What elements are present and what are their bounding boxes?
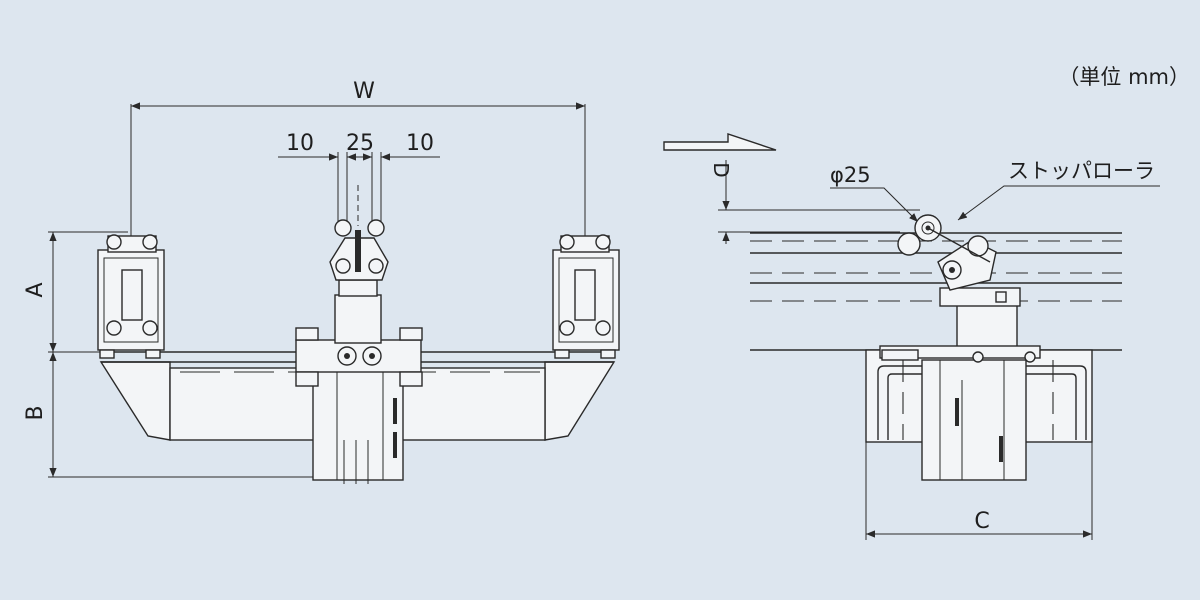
dimension-d: D [709, 160, 920, 244]
trolley-bracket [99, 185, 616, 484]
side-view: D φ25 ストッパローラ [663, 133, 1160, 540]
stopper-roller-assembly [897, 214, 1021, 351]
depth-label: D [709, 162, 733, 177]
rail-lines [750, 232, 1122, 351]
unit-note: （単位 mm） [1058, 65, 1190, 89]
dim-right-label: 10 [406, 131, 434, 156]
left-rail-collector [97, 234, 165, 359]
height-a-label: A [23, 282, 48, 297]
side-bracket [865, 345, 1093, 481]
dim-left-label: 10 [286, 131, 314, 156]
dimension-w: W [130, 79, 586, 236]
dim-center-label: 25 [346, 131, 374, 156]
dimension-c: C [865, 442, 1093, 540]
width-c-label: C [974, 509, 989, 534]
dimension-a-b: A B [23, 231, 330, 478]
dimension-center: 10 25 10 [278, 131, 440, 226]
height-b-label: B [23, 405, 48, 420]
width-label: W [353, 79, 375, 104]
stopper-roller-label: ストッパローラ [1008, 159, 1155, 183]
diameter-label: φ25 [830, 163, 871, 187]
right-rail-collector [552, 234, 620, 359]
front-view: W 10 25 10 A B [23, 79, 620, 484]
travel-direction-arrow [663, 133, 777, 151]
